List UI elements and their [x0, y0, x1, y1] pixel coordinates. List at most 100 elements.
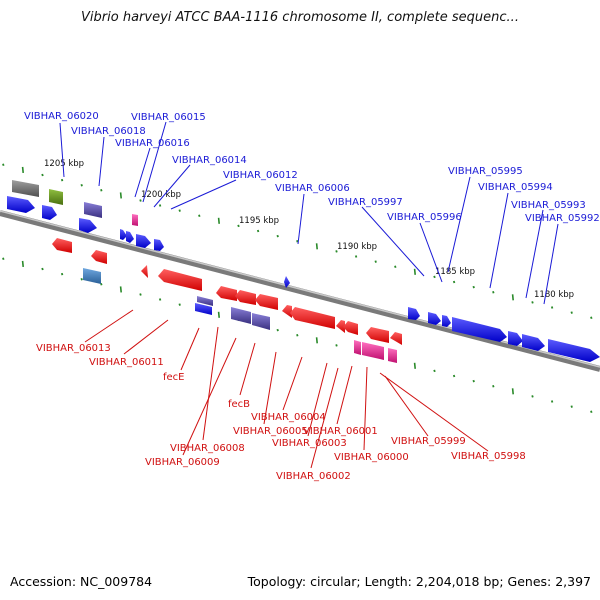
gene-feature[interactable]: [428, 312, 441, 325]
scale-label: 1200 kbp: [141, 190, 181, 200]
scale-tick: [296, 239, 299, 243]
gene-feature[interactable]: [216, 286, 237, 301]
scale-tick: [100, 189, 103, 192]
scale-tick: [80, 277, 83, 281]
gene-feature[interactable]: [83, 268, 101, 284]
gene-feature[interactable]: [231, 307, 251, 324]
gene-feature[interactable]: [141, 265, 148, 278]
scale-tick: [237, 224, 240, 228]
scale-tick: [276, 328, 279, 332]
gene-feature[interactable]: [362, 342, 384, 360]
gene-feature[interactable]: [336, 320, 345, 333]
scale-tick: [570, 311, 573, 314]
gene-feature[interactable]: [158, 269, 202, 291]
gene-feature[interactable]: [343, 321, 358, 335]
gene-feature[interactable]: [42, 205, 57, 220]
scale-tick: [354, 255, 358, 258]
gene-label: VIBHAR_05992: [525, 213, 600, 224]
gene-feature[interactable]: [548, 339, 600, 362]
scale-tick: [492, 384, 495, 388]
gene-feature[interactable]: [154, 239, 164, 251]
chromosome-backbone: [0, 210, 600, 372]
diagram-title: Vibrio harveyi ATCC BAA-1116 chromosome …: [81, 10, 519, 25]
gene-feature[interactable]: [366, 327, 389, 343]
scale-label: 1180 kbp: [534, 290, 574, 300]
scale-label: 1190 kbp: [337, 242, 377, 252]
gene-feature[interactable]: [12, 180, 39, 197]
scale-tick: [315, 337, 318, 344]
gene-label: VIBHAR_06013: [36, 343, 111, 354]
scale-tick: [296, 333, 299, 337]
gene-feature[interactable]: [508, 331, 523, 346]
gene-feature[interactable]: [7, 196, 35, 213]
gene-label: VIBHAR_06011: [89, 357, 164, 368]
gene-feature[interactable]: [354, 340, 361, 355]
scale-tick: [158, 298, 162, 301]
gene-label: VIBHAR_05999: [391, 436, 466, 447]
scale-tick: [41, 267, 44, 271]
top-leader-lines: [59, 121, 559, 305]
gene-label: VIBHAR_06004: [251, 412, 326, 423]
scale-tick: [119, 286, 122, 293]
gene-feature[interactable]: [52, 238, 72, 253]
gene-label: VIBHAR_05998: [451, 451, 526, 462]
scale-tick: [21, 166, 24, 173]
gene-feature[interactable]: [132, 214, 138, 226]
gene-feature[interactable]: [197, 296, 213, 306]
gene-feature[interactable]: [388, 348, 397, 363]
scale-label: 1185 kbp: [435, 267, 475, 277]
scale-tick: [394, 265, 397, 268]
gene-feature[interactable]: [284, 276, 290, 288]
gene-feature[interactable]: [126, 231, 134, 243]
scale-tick: [472, 285, 475, 289]
gene-feature[interactable]: [282, 305, 292, 318]
scale-tick: [315, 243, 318, 250]
gene-feature[interactable]: [84, 202, 102, 218]
scale-tick: [570, 405, 573, 408]
scale-tick: [41, 173, 44, 177]
scale-tick: [413, 362, 416, 369]
gene-feature[interactable]: [452, 317, 507, 342]
gene-feature[interactable]: [252, 313, 270, 330]
gene-feature[interactable]: [408, 307, 420, 320]
scale-tick: [139, 293, 142, 296]
scale-tick: [21, 260, 24, 267]
scale-label: 1205 kbp: [44, 159, 84, 169]
gene-feature[interactable]: [255, 294, 278, 310]
gene-feature[interactable]: [91, 250, 107, 264]
scale-tick: [119, 192, 122, 199]
gene-feature[interactable]: [522, 334, 545, 351]
gene-feature[interactable]: [49, 189, 63, 205]
gene-label: VIBHAR_05994: [478, 182, 553, 193]
scale-tick: [335, 250, 338, 253]
gene-feature[interactable]: [290, 307, 335, 329]
gene-label: fecE: [163, 372, 185, 383]
scale-tick: [60, 272, 64, 276]
bottom-leader-lines: [84, 309, 489, 469]
gene-label: VIBHAR_06015: [131, 112, 206, 123]
scale-tick: [335, 344, 338, 347]
scale-tick: [158, 204, 162, 207]
gene-feature[interactable]: [235, 290, 256, 305]
gene-label: VIBHAR_06006: [275, 183, 350, 194]
scale-tick: [374, 260, 377, 263]
scale-tick: [511, 294, 514, 301]
scale-tick: [531, 301, 534, 304]
gene-feature[interactable]: [390, 332, 402, 345]
gene-feature[interactable]: [442, 315, 451, 327]
gene-label: VIBHAR_06018: [71, 126, 146, 137]
scale-tick: [100, 283, 103, 286]
scale-tick: [2, 163, 5, 167]
gene-feature[interactable]: [120, 229, 127, 240]
gene-feature[interactable]: [195, 303, 212, 315]
accession-text: Accession: NC_009784: [10, 574, 153, 589]
scale-tick: [276, 234, 279, 238]
gene-label: VIBHAR_06003: [272, 438, 347, 449]
gene-feature[interactable]: [79, 218, 97, 233]
scale-tick: [590, 316, 593, 319]
gene-feature[interactable]: [136, 234, 151, 248]
scale-tick: [217, 217, 220, 224]
gene-label: VIBHAR_06016: [115, 138, 190, 149]
gene-label: VIBHAR_06012: [223, 170, 298, 181]
scale-tick: [80, 183, 83, 187]
